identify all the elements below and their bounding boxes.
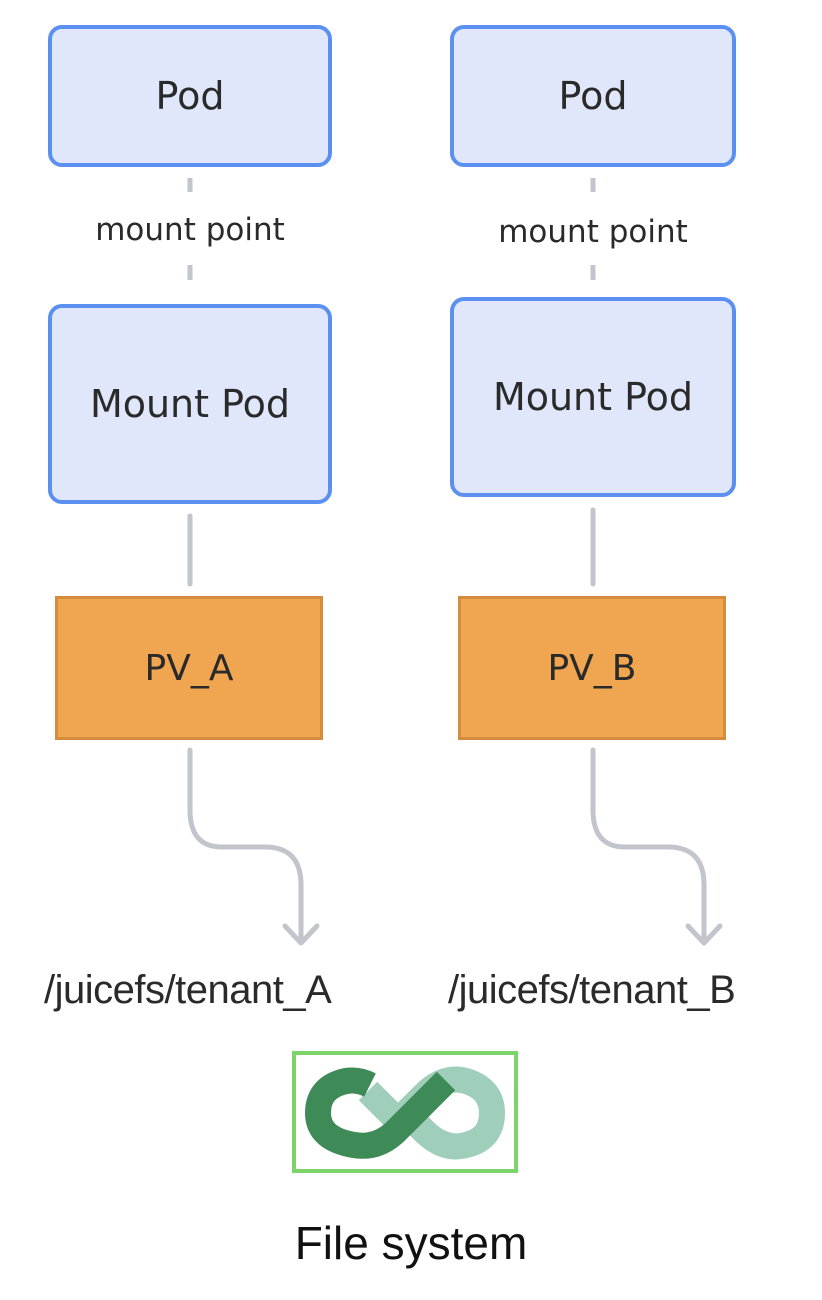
- pv-label-a: PV_A: [144, 647, 234, 689]
- arrowhead-a-icon: [282, 923, 320, 946]
- filesystem-caption: File system: [294, 1217, 528, 1269]
- mount-point-label-b: mount point: [498, 214, 688, 250]
- mount-point-label-a: mount point: [95, 212, 285, 248]
- pv-box-b[interactable]: PV_B: [458, 596, 726, 740]
- pod-box-b[interactable]: Pod: [450, 25, 736, 167]
- mount-pod-box-b[interactable]: Mount Pod: [450, 297, 736, 497]
- mount-pod-label-a: Mount Pod: [89, 382, 291, 426]
- pv-label-b: PV_B: [547, 647, 637, 689]
- pod-label-b: Pod: [558, 74, 628, 118]
- path-label-b: /juicefs/tenant_B: [448, 968, 736, 1012]
- arrowhead-b-icon: [685, 923, 723, 946]
- juicefs-infinity-logo-icon: [305, 1066, 505, 1160]
- pv-path-arrow-a: [187, 747, 304, 945]
- pv-path-arrow-b: [590, 747, 707, 945]
- filesystem-logo-frame: [292, 1051, 518, 1173]
- pod-label-a: Pod: [155, 74, 225, 118]
- pv-box-a[interactable]: PV_A: [55, 596, 323, 740]
- pod-box-a[interactable]: Pod: [48, 25, 332, 167]
- path-label-a: /juicefs/tenant_A: [44, 968, 332, 1012]
- mount-pod-box-a[interactable]: Mount Pod: [48, 304, 332, 504]
- mount-pod-label-b: Mount Pod: [492, 375, 694, 419]
